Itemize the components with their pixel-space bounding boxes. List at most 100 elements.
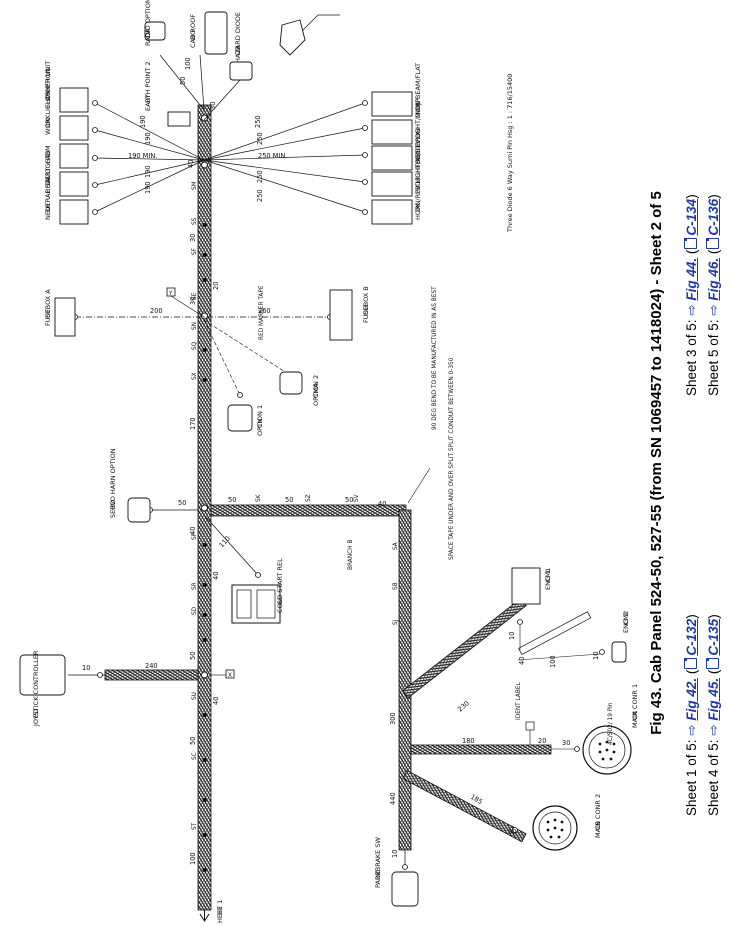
bundle-label: SK: [256, 494, 262, 502]
connector-name: NEUTRAL START: [44, 168, 52, 220]
bundle-label: SE: [192, 292, 198, 300]
svg-text:40: 40: [378, 500, 386, 508]
bundle-label: SC: [192, 752, 198, 760]
nav-prefix: Sheet 1 of 5:: [684, 735, 699, 816]
svg-text:30: 30: [189, 297, 197, 305]
svg-text:260: 260: [258, 307, 271, 315]
bundle-label: SN: [192, 322, 198, 330]
open-paren: (: [684, 249, 699, 255]
open-paren: (: [684, 669, 699, 675]
svg-text:10: 10: [82, 664, 90, 672]
svg-text:190: 190: [144, 181, 152, 194]
connector-label: DH: [414, 128, 422, 138]
link-c-134[interactable]: C-134: [684, 198, 699, 236]
svg-text:180: 180: [462, 737, 475, 745]
cold-start-branch: 110: [203, 514, 281, 624]
top-wire-fan: [94, 14, 366, 213]
connector-label: DA: [144, 28, 152, 38]
connector-label: DN: [44, 90, 52, 100]
connector-label: DZ: [374, 870, 382, 880]
connector-label: DT: [44, 309, 52, 318]
connector-name: PB LIGHT/NEUT POS: [414, 129, 422, 194]
connector-name: FUSEBOX A: [44, 289, 52, 326]
close-paren: ): [706, 194, 721, 199]
link-fig-45[interactable]: Fig 45.: [706, 677, 721, 721]
connector-label: DL: [44, 176, 52, 185]
connector-label: DG: [189, 30, 197, 40]
connector-label: DJ: [414, 103, 422, 110]
bundle-label: SA: [393, 542, 399, 550]
svg-text:240: 240: [145, 662, 158, 670]
connector-label: CN: [256, 418, 264, 428]
svg-text:190: 190: [144, 132, 152, 145]
svg-text:50: 50: [178, 499, 186, 507]
bundle-label: SJ: [393, 619, 399, 625]
connector-name: FUSEBOX B: [362, 286, 370, 323]
connector-label: ED: [32, 709, 40, 718]
link-c-136[interactable]: C-136: [706, 198, 721, 236]
link-fig-44[interactable]: Fig 44.: [684, 257, 699, 301]
bundle-label: SB: [393, 582, 399, 590]
svg-text:250: 250: [254, 115, 262, 128]
nav-sheet-4: Sheet 4 of 5: ⇨ Fig 45. ( C-135): [706, 614, 722, 816]
nav-sheet-5: Sheet 5 of 5: ⇨ Fig 46. (C-136): [706, 194, 722, 396]
bundle-label: SF: [192, 248, 198, 255]
svg-text:20: 20: [538, 737, 546, 745]
connector-name: MAIN CONR 1: [631, 684, 639, 728]
svg-text:30: 30: [508, 828, 516, 836]
connector-name: WORKLIGHT OPTION: [44, 68, 52, 135]
arrow-right-icon: ⇨: [706, 724, 721, 736]
svg-text:230: 230: [456, 699, 471, 713]
connector-label: DF: [414, 177, 422, 186]
svg-text:100: 100: [549, 655, 557, 668]
nav-prefix: Sheet 5 of 5:: [706, 315, 721, 396]
link-fig-46[interactable]: Fig 46.: [706, 257, 721, 301]
bundle-label: SP: [192, 532, 198, 540]
round-connector-pins: [546, 740, 616, 839]
svg-text:250: 250: [256, 170, 264, 183]
svg-text:250: 250: [256, 132, 264, 145]
link-c-135[interactable]: C-135: [706, 618, 721, 656]
book-icon: [684, 237, 697, 249]
connector-name: ENG 1: [544, 570, 552, 590]
connector-label: DM: [44, 145, 52, 156]
book-icon: [706, 657, 719, 669]
note-space-tape: SPACE TAPE UNDER AND OVER SPLIT SPLIT CO…: [449, 357, 455, 560]
svg-text:300: 300: [389, 712, 397, 725]
connector-label: CMA: [312, 383, 320, 398]
svg-text:50: 50: [179, 77, 187, 85]
svg-text:190: 190: [139, 115, 147, 128]
nav-prefix: Sheet 4 of 5:: [706, 735, 721, 816]
link-fig-42[interactable]: Fig 42.: [684, 677, 699, 721]
joystick-branch: 10 240 X: [68, 662, 235, 681]
connector-name: EARTH POINT 2: [144, 61, 152, 111]
connector-name: FOR/REV: [414, 139, 422, 168]
connector-label: DC: [414, 150, 422, 160]
connector-name: MAIN BEAM/FLAT: [414, 63, 422, 118]
bundle-label: SQ: [192, 341, 198, 350]
close-paren: ): [706, 614, 721, 619]
bundle-label: SZ: [306, 494, 312, 502]
connector-label: CM2: [622, 611, 630, 625]
svg-text:110: 110: [218, 535, 232, 550]
close-paren: ): [684, 614, 699, 619]
svg-text:200: 200: [150, 307, 163, 315]
svg-text:50: 50: [345, 496, 353, 504]
open-paren: (: [706, 249, 721, 255]
bundle-label: ST: [192, 822, 198, 830]
open-paren: (: [706, 669, 721, 675]
connector-label: GE: [276, 596, 284, 605]
connector-name: FLASHER UNIT: [44, 61, 52, 108]
connector-name: RADIO OPTION: [144, 0, 152, 46]
link-c-132[interactable]: C-132: [684, 618, 699, 656]
note-red-marker: RED MARKER TAPE: [259, 285, 265, 340]
connector-label: DE: [44, 203, 52, 212]
bundle-label: SV: [354, 494, 360, 502]
connector-name: OPTION 2: [312, 375, 320, 406]
connector-name: OPTION 1: [256, 405, 264, 436]
svg-text:30: 30: [562, 739, 570, 747]
trunk-lengths: 30 30 170 40 50 50 100 20 40 40: [189, 234, 220, 865]
top-note: Three Diode 6 Way Sumi Pin Hsg : 1 : 716…: [506, 74, 514, 233]
